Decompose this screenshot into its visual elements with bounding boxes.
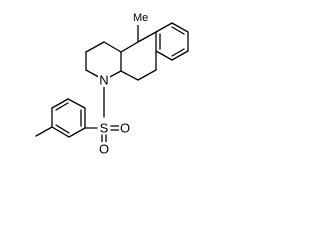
oxygen-bottom-atom-label: O: [99, 142, 109, 157]
bond-ring-c-2: [85, 41, 105, 53]
bond-ring-a-3: [171, 50, 189, 61]
bond-tolyl-inner-2: [55, 102, 69, 111]
bond-tolyl-5: [67, 98, 86, 109]
bond-ring-a-6: [155, 22, 173, 33]
bond-tolyl-2: [51, 126, 70, 138]
bond-ring-a-1: [171, 22, 189, 33]
atom-label-layer: Me N S O O: [98, 12, 151, 157]
bond-tolyl-inner-1: [55, 124, 70, 134]
methyl-label: Me: [133, 12, 148, 24]
bond-tolyl-1: [68, 127, 86, 138]
bond-layer: [35, 22, 189, 144]
nitrogen-atom-label: N: [99, 73, 108, 88]
sulfur-atom-label: S: [100, 121, 109, 136]
bond-ring-a-inner-2: [171, 48, 185, 57]
bond-tolyl-4: [51, 98, 69, 109]
chemical-structure-diagram: Me N S O O: [35, 12, 189, 157]
bond-ring-b-5: [120, 41, 139, 53]
oxygen-right-atom-label: O: [120, 121, 130, 136]
bond-ring-c-1: [103, 41, 122, 53]
bond-ring-a-inner-1: [171, 26, 185, 35]
bond-ring-b-2: [137, 69, 157, 81]
bond-ring-b-6: [137, 31, 157, 43]
bond-ring-b-3: [120, 70, 139, 81]
bond-ring-a-4: [155, 50, 173, 61]
bond-tolyl-methyl: [35, 126, 53, 137]
